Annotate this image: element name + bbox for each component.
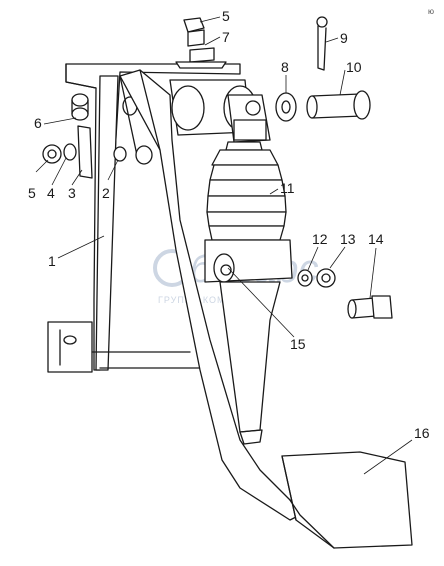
callout-9: 9	[340, 30, 348, 46]
cylinder-body	[204, 239, 293, 445]
right-small-parts	[297, 268, 393, 319]
watermark-subtext: ГРУППА КОМПАНИЙ	[158, 294, 262, 305]
corner-mark: ю	[428, 7, 434, 16]
callout-5-top: 5	[222, 8, 230, 24]
callout-11: 11	[280, 180, 295, 196]
callout-3: 3	[68, 185, 76, 201]
callout-2: 2	[102, 185, 110, 201]
callout-5-left: 5	[28, 185, 36, 201]
washer-part	[275, 92, 297, 122]
callout-14: 14	[368, 231, 384, 247]
callout-16: 16	[414, 425, 430, 441]
callout-4: 4	[47, 185, 55, 201]
pedal-pad	[281, 451, 413, 549]
callout-7: 7	[222, 29, 230, 45]
leader-lines	[35, 16, 413, 475]
callout-10: 10	[346, 59, 362, 75]
callout-6: 6	[34, 115, 42, 131]
callouts: 5 7 9 8 10 6 5 4 3 2 11 1 12 13 14 15 16	[28, 8, 430, 441]
callout-15: 15	[290, 336, 306, 352]
callout-13: 13	[340, 231, 356, 247]
callout-8: 8	[281, 59, 289, 75]
top-fasteners	[175, 17, 227, 69]
left-small-parts	[42, 125, 153, 179]
clevis-pin	[306, 90, 371, 120]
callout-12: 12	[312, 231, 328, 247]
clevis-part	[227, 94, 271, 143]
callout-1: 1	[48, 253, 56, 269]
cotter-pin	[316, 16, 328, 71]
bracket-part	[47, 63, 241, 373]
boot-part	[206, 141, 287, 241]
